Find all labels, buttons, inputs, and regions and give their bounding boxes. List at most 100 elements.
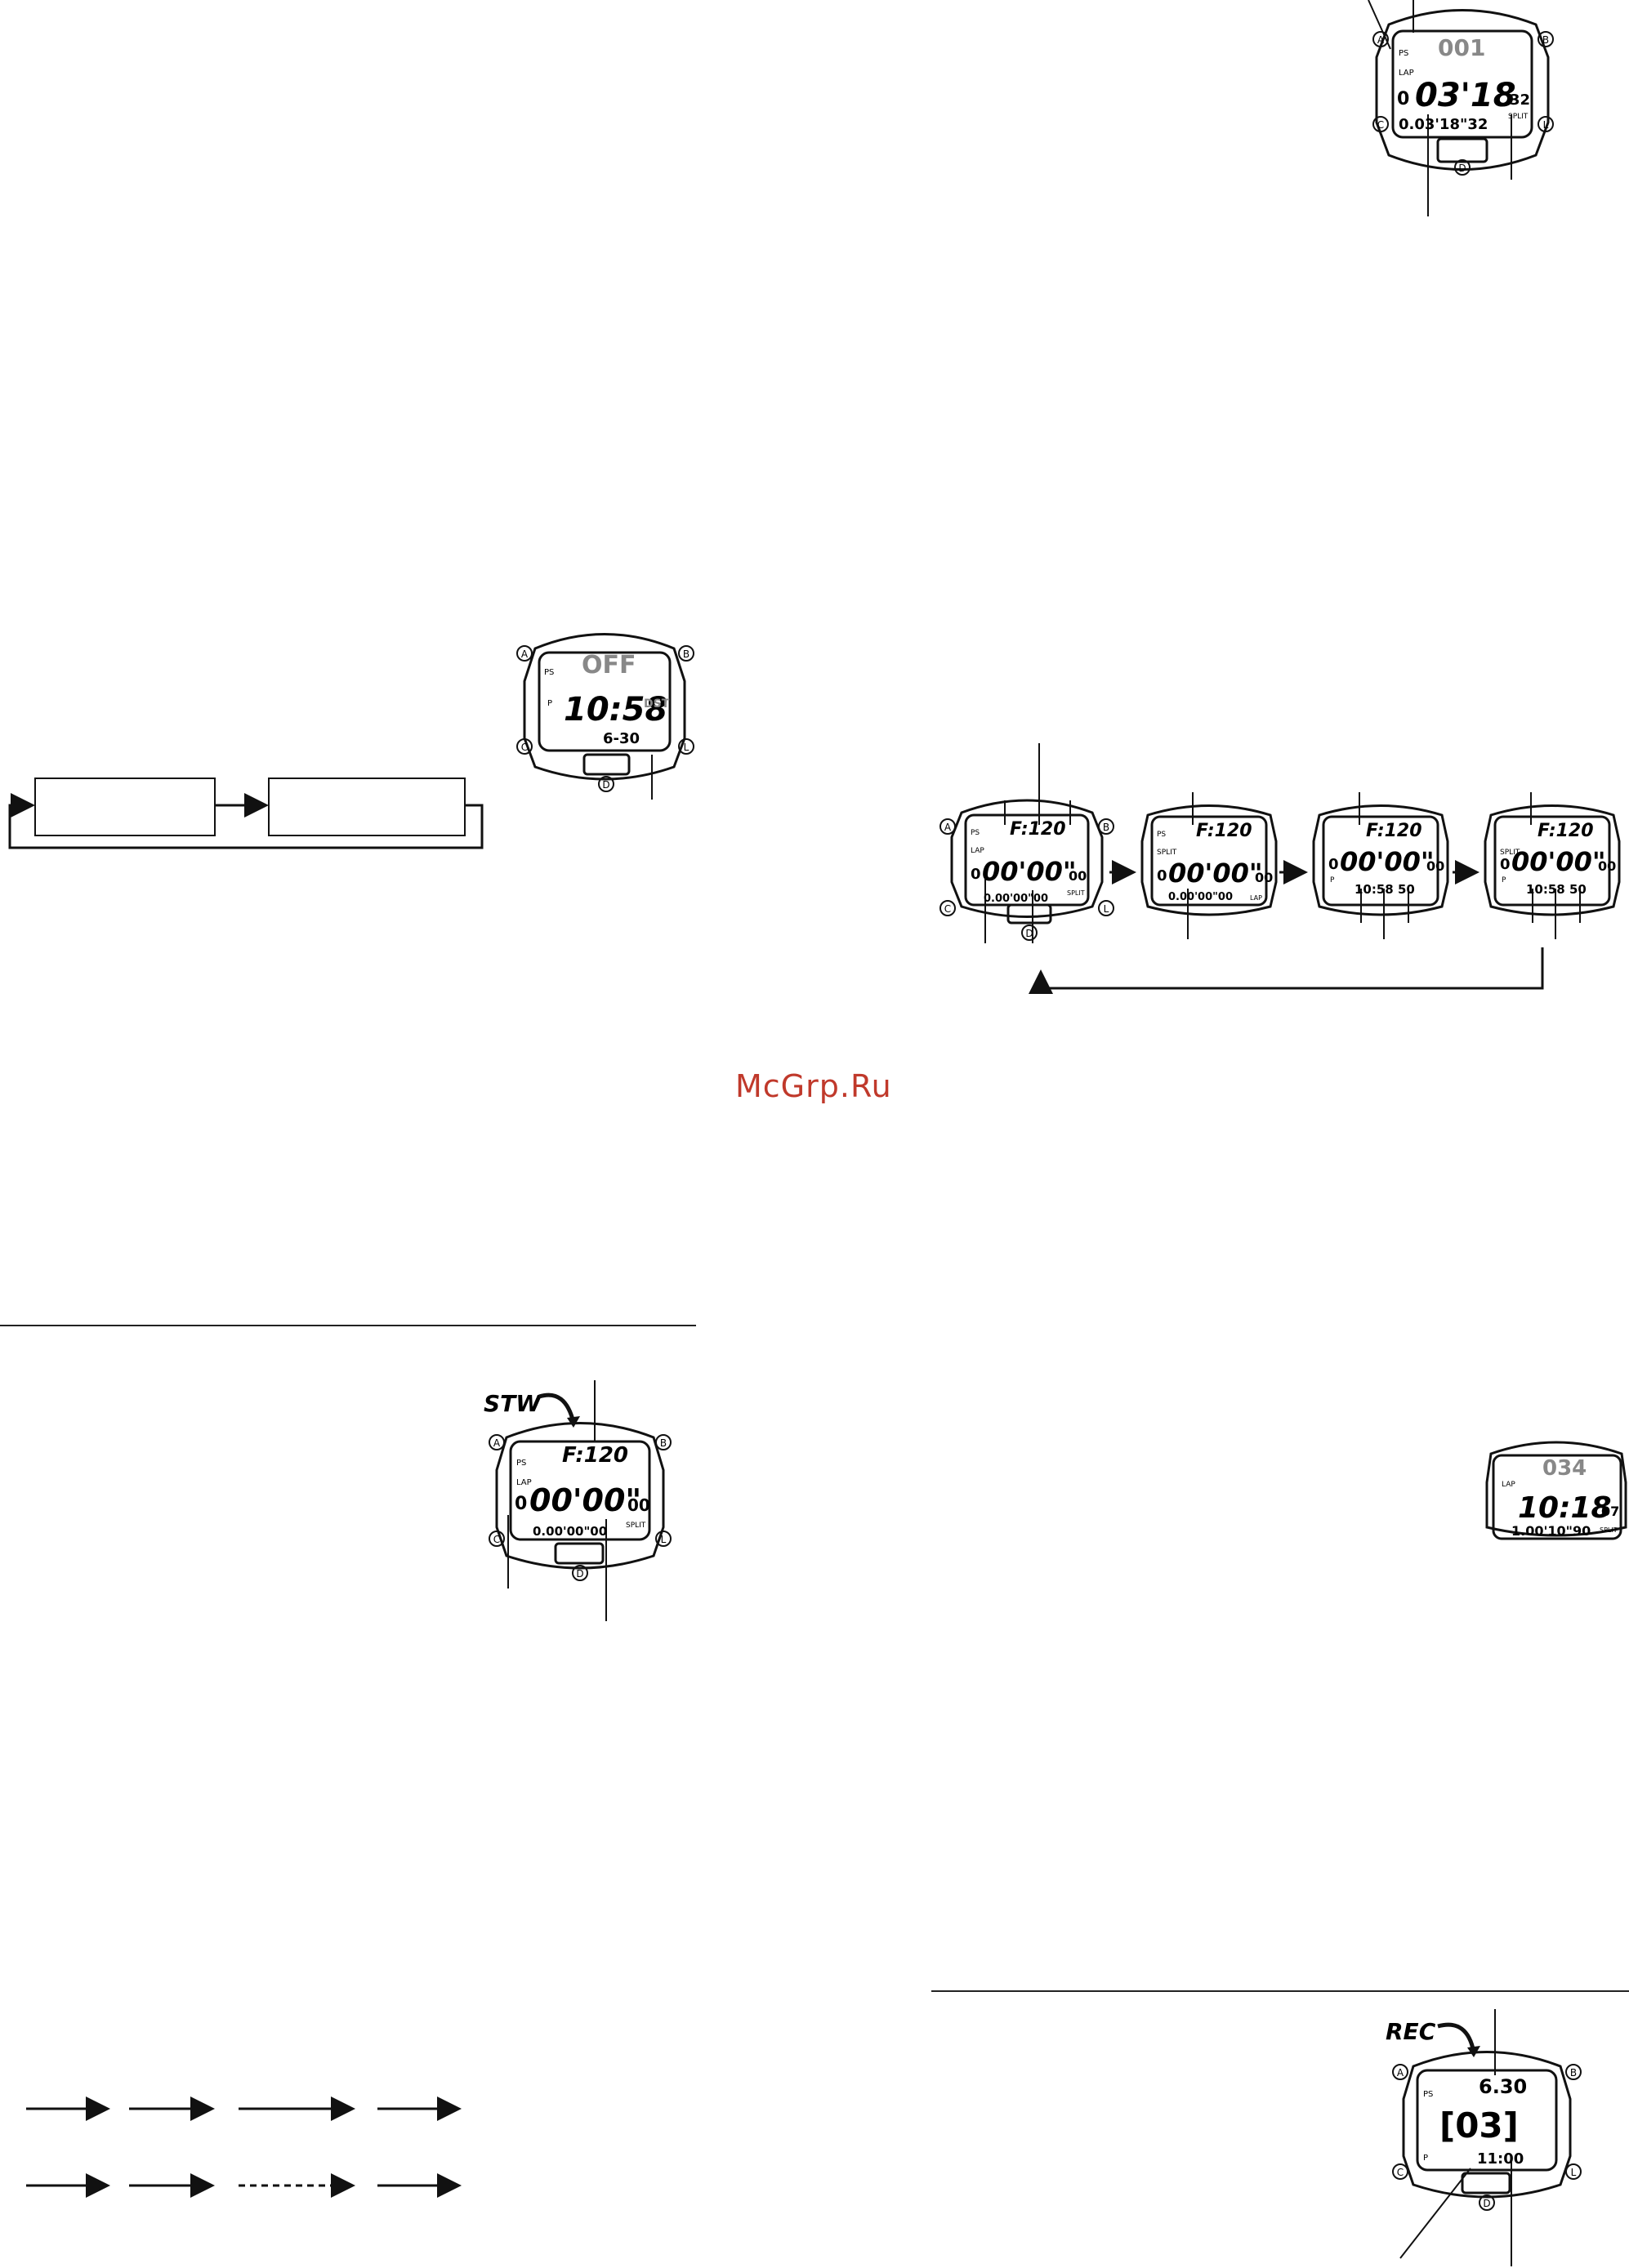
watch-dst-setting: A B C L D PS P OFF 10:58 DST 6-30 [516,633,694,800]
p-label: P [547,699,552,708]
seconds-display: 00 [1069,868,1087,884]
watch-lap-display: LAP 034 10:18 07 1.00'10"90 SPLIT [1485,1441,1627,1540]
button-b-label: B [683,648,690,660]
ps-label: PS [544,668,554,677]
lap-label: LAP [1399,69,1414,78]
main-display: 10:18 [1518,1491,1612,1525]
main-display: 00'00" [982,856,1077,887]
ps-label: PS [971,829,980,837]
split-label: SPLIT [1600,1526,1618,1534]
button-l-label: L [1104,903,1109,915]
dst-indicator: DST [644,697,670,711]
bottom-display: 0.03'18"32 [1399,116,1488,133]
watch-seq-4: SPLIT P F:120 0 00'00" 00 10:58 50 [1484,792,1621,939]
left-digit: 0 [1157,867,1167,884]
lap-label: LAP [1502,1481,1515,1489]
top-display: F:120 [1196,821,1252,841]
left-digit: 0 [1397,89,1409,109]
seconds-display: 00 [627,1495,650,1515]
section-divider-left [0,1325,696,1326]
main-display: 03'18 [1415,77,1516,114]
button-a-label: A [944,822,952,833]
bottom-display: 1.00'10"90 [1511,1523,1591,1539]
ps-label: PS [516,1459,526,1468]
ps-label: PS [1423,2090,1433,2099]
button-c-label: C [1397,2167,1404,2178]
button-d-label: D [1483,2198,1490,2209]
watch-seq-2: PS SPLIT F:120 0 00'00" 00 0.00'00"00 LA… [1140,792,1278,939]
watch-recall: REC A B C L D PS P 6.30 [03] 11:00 [1386,2009,1582,2266]
main-display: 00'00" [1340,846,1435,877]
seconds-display: 00 [1255,870,1273,885]
top-display: OFF [582,651,636,680]
bottom-display: 10:58 50 [1355,882,1415,897]
watch-seq-1: A B C L D PS LAP F:120 0 00'00" 00 0.00'… [939,743,1114,943]
button-a-label: A [521,648,529,660]
button-a-label: A [1397,2067,1404,2079]
bottom-display: 0.00'00"00 [1168,891,1233,903]
button-l-label: L [684,742,690,753]
button-b-label: B [1103,822,1109,833]
left-digit: 0 [515,1494,527,1514]
bottom-display: 6-30 [603,730,640,747]
split-label: SPLIT [1157,849,1177,857]
p-label: P [1502,876,1506,884]
left-digit: 0 [971,866,981,883]
button-d-label: D [1025,928,1033,939]
main-display: 00'00" [529,1482,641,1518]
watch-record-recall: A B C L D PS LAP 001 0 03'18 32 0.03'18"… [1368,0,1554,216]
ps-label: PS [1399,49,1408,58]
watch-seq-3: P F:120 0 00'00" 00 10:58 50 [1312,792,1449,939]
p-label: P [1423,2154,1428,2163]
lap-label: LAP [516,1478,532,1487]
flow-box-2 [268,778,466,836]
top-display: F:120 [1538,821,1594,841]
bottom-display: 11:00 [1477,2150,1524,2168]
button-d-label: D [602,779,609,791]
top-display: F:120 [1010,819,1066,840]
button-b-label: B [1542,34,1549,46]
button-a-label: A [1377,34,1385,46]
flow-loop [8,793,484,849]
button-c-label: C [493,1534,500,1545]
button-l-label: L [1543,119,1549,131]
seconds-display: 00 [1598,858,1616,874]
split-label: SPLIT [1508,113,1529,121]
button-l-label: L [661,1534,667,1545]
main-display: 00'00" [1168,858,1263,889]
flow-box-1 [34,778,216,836]
button-c-label: C [944,903,951,915]
main-display: 00'00" [1511,846,1606,877]
button-d-label: D [576,1568,583,1580]
p-label: P [1330,876,1335,884]
top-display: F:120 [562,1443,628,1468]
button-l-label: L [1571,2167,1577,2178]
top-display: F:120 [1366,821,1422,841]
watermark: McGrp.Ru [735,1068,892,1104]
bottom-display: 0.00'00"00 [533,1524,607,1539]
left-digit: 0 [1328,856,1339,873]
button-b-label: B [660,1437,667,1449]
mode-tag: STW [484,1390,542,1417]
left-digit: 0 [1500,856,1511,873]
main-display: 10:58 [564,691,667,729]
section-divider-right [931,1990,1629,1992]
lap-label: LAP [1250,894,1262,902]
top-display: 001 [1438,34,1485,61]
top-display: 6.30 [1479,2075,1527,2098]
watch-stopwatch: STW A B C L D PS LAP F:120 0 00'00" 00 0… [484,1380,672,1621]
button-a-label: A [493,1437,501,1449]
bottom-display: 0.00'00"00 [984,893,1048,905]
button-b-label: B [1570,2067,1577,2079]
top-display: 034 [1542,1456,1587,1481]
sequence-arrows [1029,860,1544,994]
seconds-display: 00 [1426,858,1444,874]
button-d-label: D [1458,163,1466,174]
bottom-display: 10:58 50 [1526,882,1587,897]
button-c-label: C [521,742,528,753]
split-label: SPLIT [1067,889,1085,897]
mode-tag: REC [1386,2018,1436,2045]
split-label: SPLIT [626,1522,646,1530]
button-c-label: C [1377,119,1384,131]
